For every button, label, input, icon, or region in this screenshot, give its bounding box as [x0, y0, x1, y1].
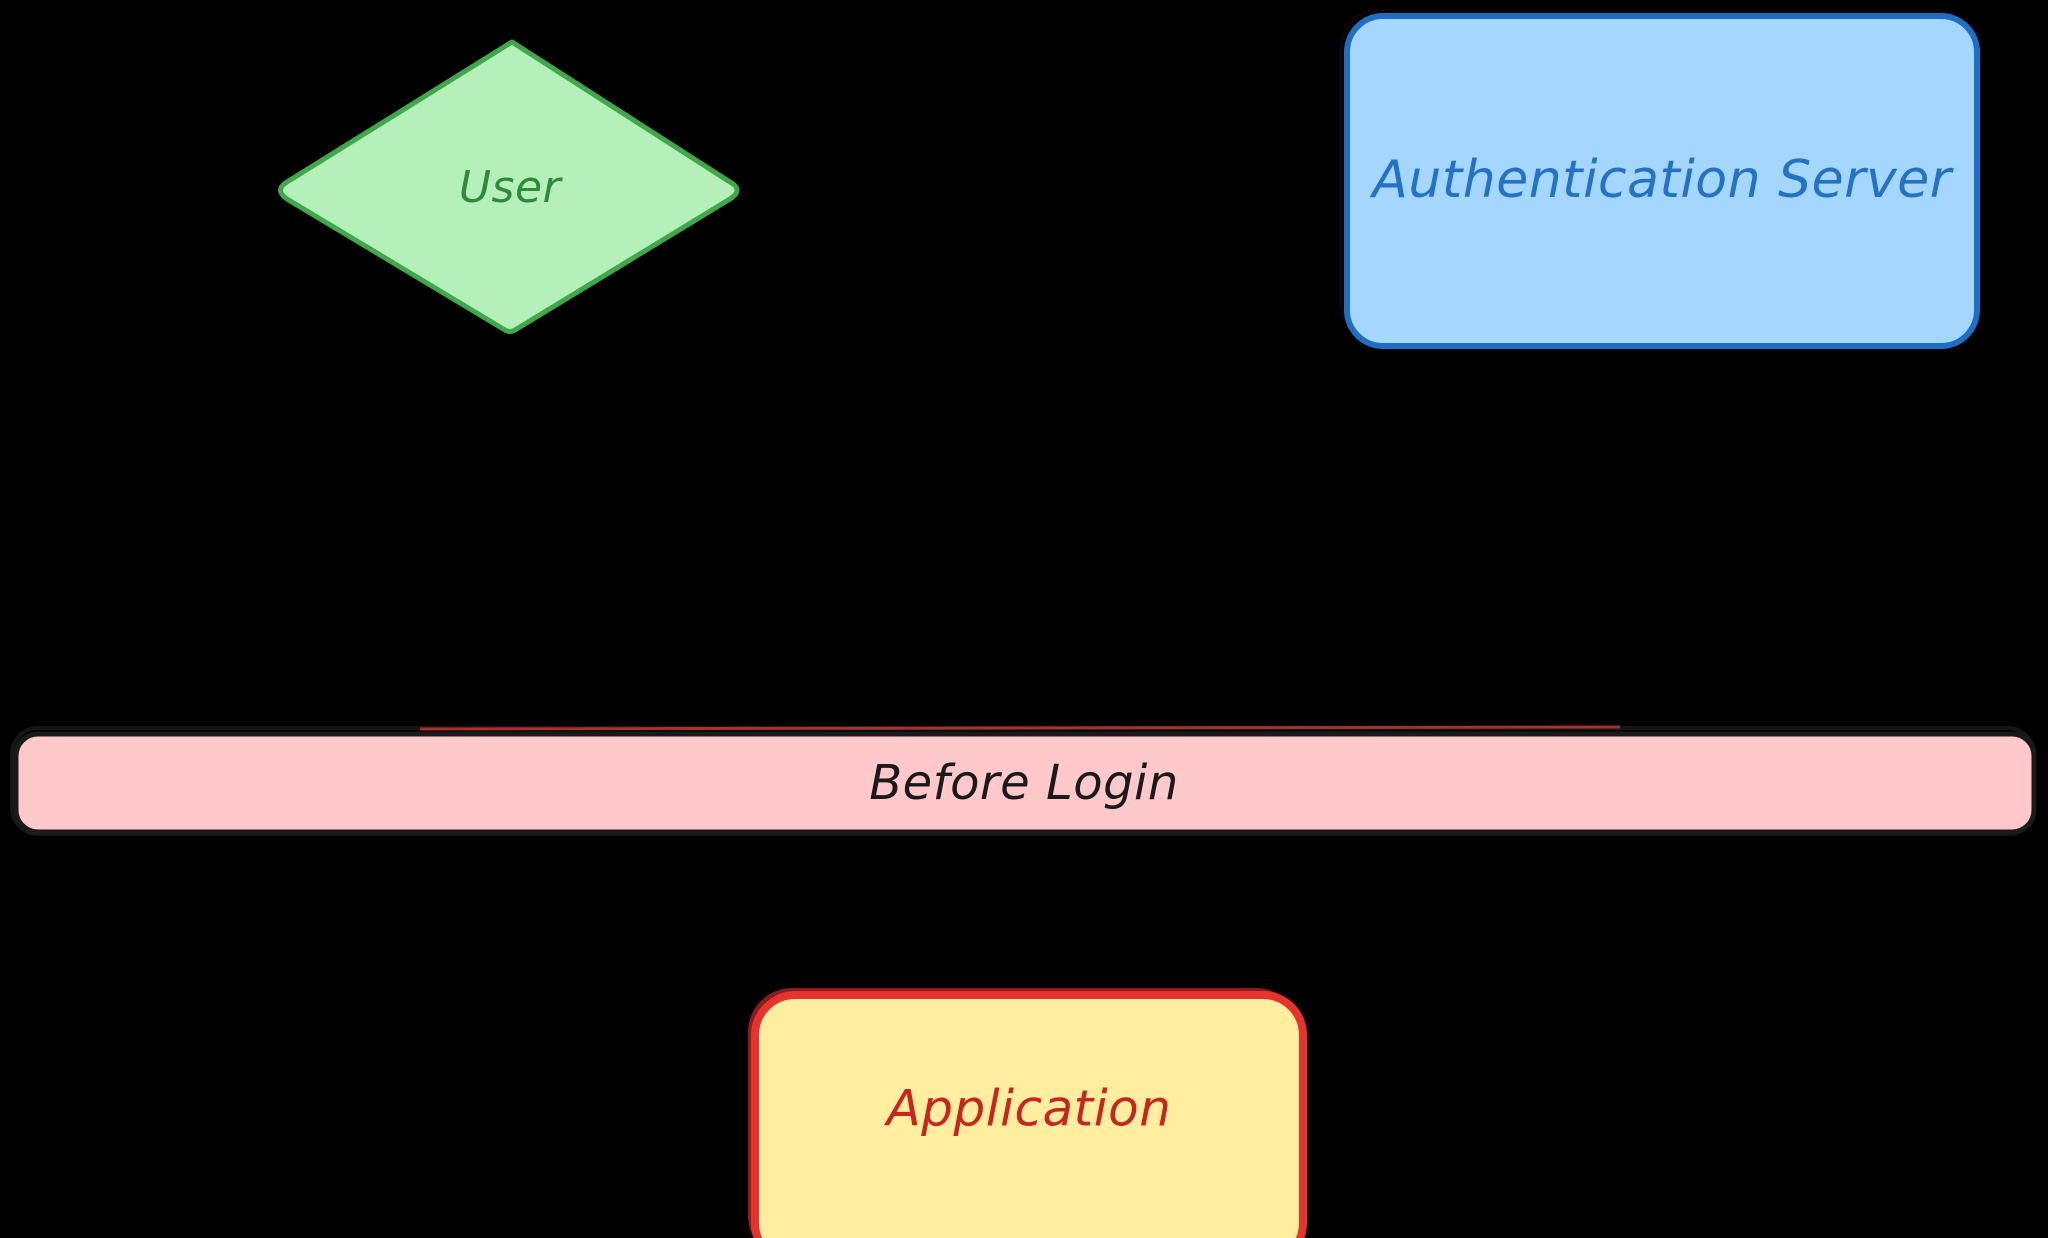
node-user[interactable]: User	[278, 39, 740, 334]
boundary-sketch-red-accent	[419, 725, 1621, 731]
user-shape-fill	[278, 39, 740, 334]
node-auth-server[interactable]: Authentication Server	[1339, 8, 1980, 349]
auth-server-shape-fill	[1344, 13, 1980, 349]
node-application[interactable]: Application	[748, 988, 1307, 1238]
application-shape-fill	[751, 991, 1307, 1238]
node-application-label: Application	[884, 1080, 1172, 1138]
boundary-label: Before Login	[869, 755, 1179, 811]
boundary-shape-fill	[13, 731, 2037, 835]
node-user-label: User	[459, 162, 564, 213]
node-auth-server-label: Authentication Server	[1369, 150, 1954, 210]
boundary-before-login[interactable]: Before Login	[10, 725, 2037, 836]
